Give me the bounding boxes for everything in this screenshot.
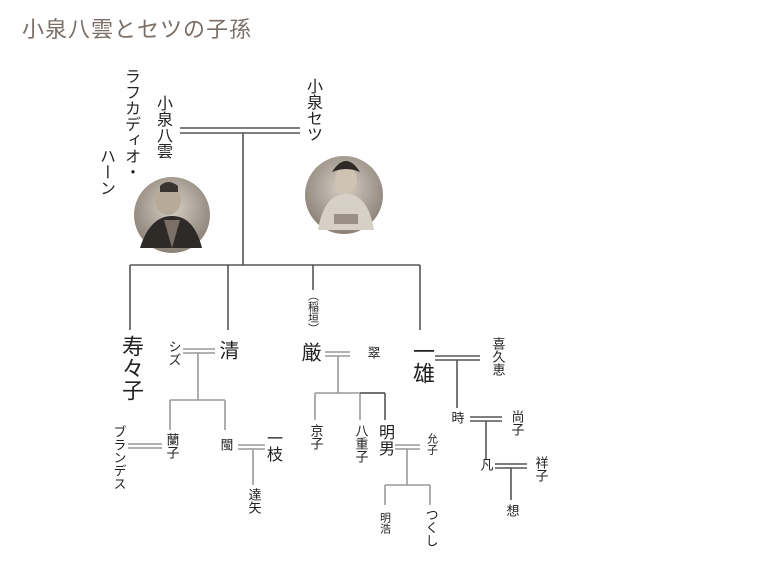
name-yaeko: 八重子 [352,424,368,463]
name-hearn-line2: ハーン [97,148,116,196]
name-tsukushi: つくし [422,508,438,547]
portrait-photo-hearn [134,177,210,253]
name-kikue: 喜久恵 [489,337,505,376]
name-kazuo: 一雄 [409,340,434,384]
name-bon: 凡 [477,458,493,471]
name-kazue: 一枝 [264,430,283,462]
name-suzuko: 寿々子 [118,335,143,401]
name-iwao: 厳 [298,342,322,362]
name-tatsuya: 達矢 [245,488,261,514]
portrait-photo-setsu [305,156,383,234]
name-bin: 閩 [217,438,233,451]
name-ranko: 蘭子 [163,433,179,459]
name-yakumo: 小泉八雲 [154,95,173,159]
name-akio: 明男 [376,424,395,456]
page-title: 小泉八雲とセツの子孫 [22,18,253,43]
name-masako: 允子 [425,433,439,455]
name-setsu: 小泉セツ [304,78,323,142]
name-hisako: 尚子 [508,410,524,436]
name-akihiro: 明浩 [378,512,392,534]
name-kiyoshi: 清 [216,340,240,360]
name-shoko: 祥子 [532,456,548,482]
name-kyoko: 京子 [307,424,323,450]
name-hearn-line1: ラフカディオ・ [122,68,141,180]
name-shizu: シズ [165,340,181,366]
name-inagaki: （稲垣） [306,290,320,334]
name-brandes: ブランデス [110,425,126,490]
name-toki: 時 [448,411,464,424]
name-so: 想 [503,504,519,517]
name-midori: 翠 [364,346,380,359]
